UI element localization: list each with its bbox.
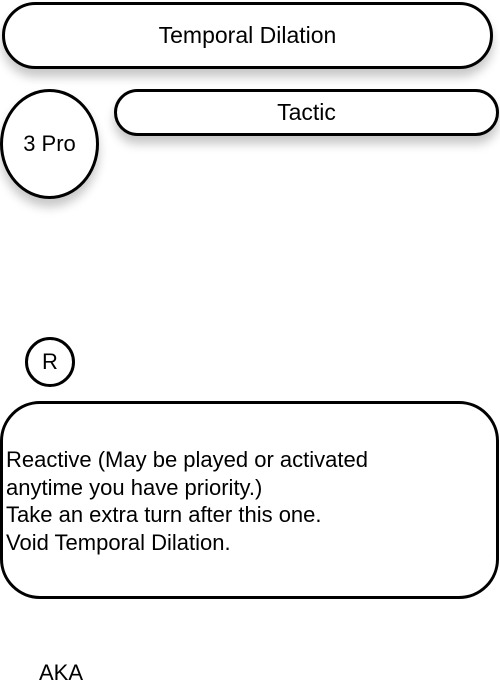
rarity-badge: R bbox=[25, 337, 75, 387]
card-cost-oval: 3 Pro bbox=[0, 89, 99, 199]
rules-text-box: Reactive (May be played or activated any… bbox=[0, 401, 499, 599]
aka-label: AKA bbox=[39, 660, 84, 685]
card-title-box: Temporal Dilation bbox=[2, 2, 493, 69]
card-type: Tactic bbox=[277, 99, 336, 125]
card-title: Temporal Dilation bbox=[158, 22, 337, 48]
card-cost: 3 Pro bbox=[23, 131, 76, 156]
rules-text-line: anytime you have priority.) bbox=[6, 474, 263, 500]
rules-text-line: Take an extra turn after this one. bbox=[6, 502, 322, 527]
rarity-letter: R bbox=[42, 349, 58, 374]
card-type-box: Tactic bbox=[114, 89, 499, 136]
rules-text-line: Void Temporal Dilation. bbox=[6, 529, 231, 555]
rules-text-line: Reactive (May be played or activated bbox=[6, 447, 368, 472]
